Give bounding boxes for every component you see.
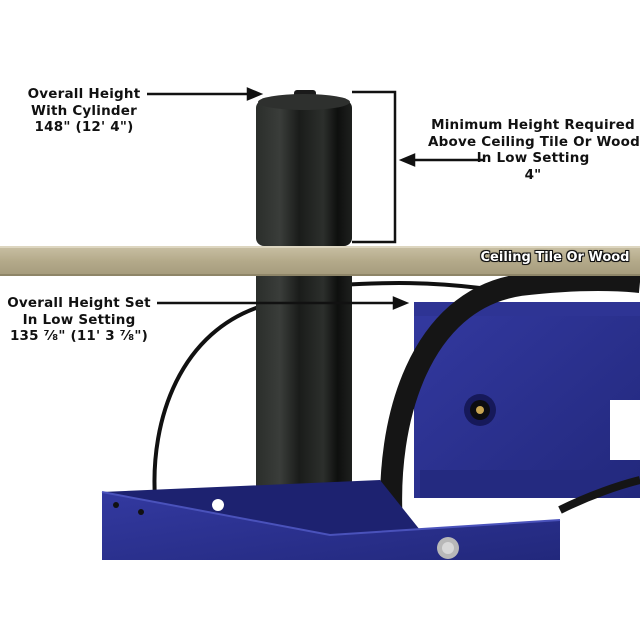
label-minimum-height-required: Minimum Height Required Above Ceiling Ti…	[428, 117, 640, 183]
label-line: In Low Setting	[476, 150, 590, 166]
label-line: Overall Height Set	[7, 295, 151, 311]
thin-hose	[152, 303, 266, 499]
label-line: Minimum Height Required	[431, 117, 635, 133]
label-line: With Cylinder	[31, 102, 137, 119]
label-line: 135 ⁷⁄₈" (11' 3 ⁷⁄₈")	[9, 328, 149, 344]
cylinder	[256, 90, 352, 536]
thick-hose	[380, 269, 640, 526]
label-overall-height-with-cylinder: Overall Height With Cylinder 148" (12' 4…	[24, 86, 144, 136]
ceiling-board	[0, 246, 640, 276]
dimension-bracket	[352, 90, 397, 244]
label-line: In Low Setting	[22, 311, 136, 328]
annotation-arrows	[147, 87, 485, 310]
blue-bracket	[414, 302, 640, 498]
label-line: Above Ceiling Tile Or Wood	[428, 133, 640, 150]
ceiling-tile-label: Ceiling Tile Or Wood	[480, 250, 630, 265]
label-line: 4"	[524, 166, 542, 183]
label-overall-height-low-setting: Overall Height Set In Low Setting 135 ⁷⁄…	[4, 295, 154, 345]
label-line: 148" (12' 4")	[34, 119, 134, 135]
label-line: Overall Height	[27, 86, 141, 102]
blue-base	[101, 480, 561, 560]
